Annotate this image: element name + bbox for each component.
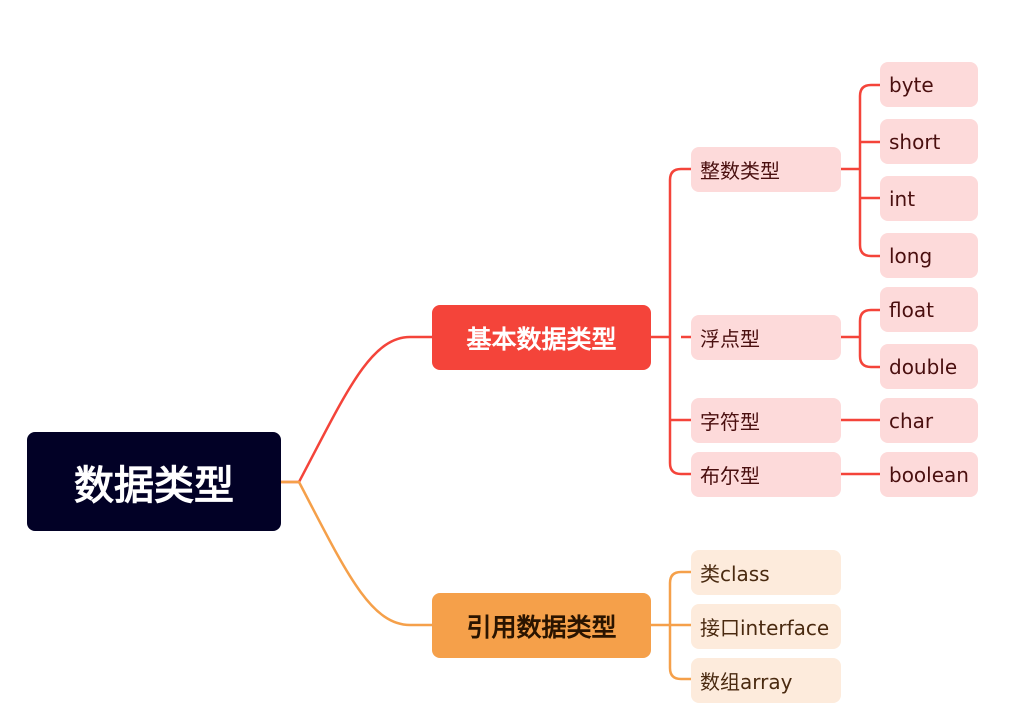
branch-basic-types[interactable]: 基本数据类型 — [432, 305, 651, 370]
leaf-int[interactable]: int — [880, 176, 978, 221]
link-float-leaves — [841, 308, 880, 369]
node-class[interactable]: 类class — [691, 550, 841, 595]
root-node[interactable]: 数据类型 — [27, 432, 281, 531]
link-reference-subs — [651, 570, 691, 681]
leaf-boolean[interactable]: boolean — [880, 452, 978, 497]
leaf-float[interactable]: float — [880, 287, 978, 332]
node-character-type[interactable]: 字符型 — [691, 398, 841, 443]
leaf-short[interactable]: short — [880, 119, 978, 164]
node-integer-types[interactable]: 整数类型 — [691, 147, 841, 192]
node-floating-types[interactable]: 浮点型 — [691, 315, 841, 360]
leaf-byte[interactable]: byte — [880, 62, 978, 107]
node-array[interactable]: 数组array — [691, 658, 841, 703]
leaf-char[interactable]: char — [880, 398, 978, 443]
leaf-long[interactable]: long — [880, 233, 978, 278]
node-interface[interactable]: 接口interface — [691, 604, 841, 649]
link-root-basic — [281, 335, 432, 484]
link-basic-subs — [651, 167, 691, 476]
link-integer-leaves — [841, 83, 880, 258]
branch-reference-types[interactable]: 引用数据类型 — [432, 593, 651, 658]
leaf-double[interactable]: double — [880, 344, 978, 389]
node-boolean-type[interactable]: 布尔型 — [691, 452, 841, 497]
link-root-reference — [281, 480, 432, 627]
